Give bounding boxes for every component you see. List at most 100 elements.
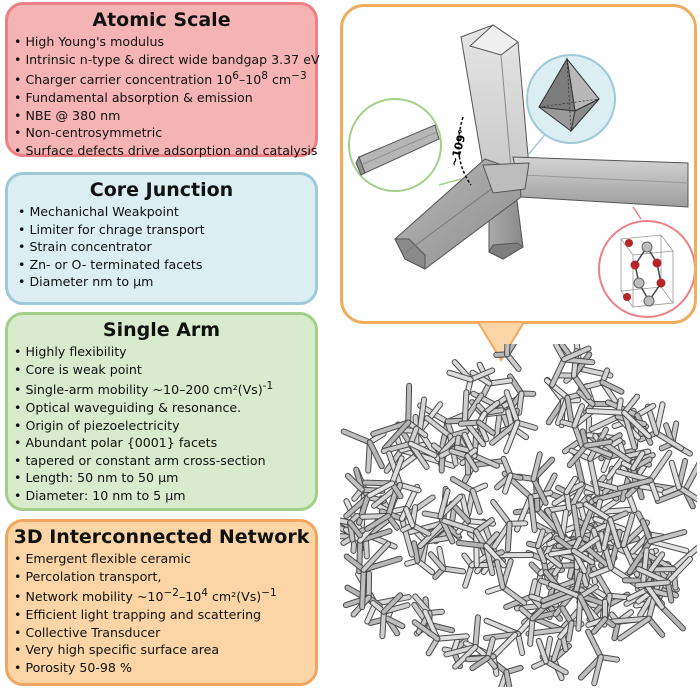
tetrapod-model-panel: ~109° (340, 4, 697, 324)
list-item: High Young's modulus (14, 33, 315, 51)
network-rod (648, 530, 687, 544)
superscript: −1 (261, 587, 277, 600)
network-rod (504, 390, 520, 425)
network-rod (591, 617, 607, 634)
network-rod (477, 420, 495, 435)
list-item-network-mobility: Network mobility ~10−2–104 cm²(Vs)−1 (14, 585, 315, 606)
network-rod (389, 456, 404, 486)
list-item: Percolation transport, (14, 568, 315, 586)
network-rod (589, 565, 613, 578)
network-rod (456, 540, 489, 549)
network-rod (610, 616, 651, 624)
network-rod (565, 395, 574, 425)
single-arm-box: Single Arm Highly flexibility Core is we… (5, 312, 318, 511)
network-rod (572, 404, 585, 428)
superscript: 6 (232, 70, 239, 83)
network-rod (412, 620, 440, 641)
network-rod (635, 483, 663, 492)
network-rod (417, 397, 427, 433)
network-rod (515, 420, 538, 430)
network-rod (341, 429, 372, 445)
network-rod (534, 571, 543, 597)
network-rod (381, 593, 403, 614)
list-item-single-arm-mobility: Single-arm mobility ~10–200 cm²(Vs)-1 (14, 378, 315, 399)
network-rod (646, 616, 665, 637)
network-rod (397, 452, 419, 470)
core-junction-list: Mechanichal Weakpoint Limiter for chrage… (8, 203, 315, 291)
network-rod (571, 548, 595, 565)
list-item: Origin of piezoelectricity (14, 417, 315, 435)
network-rod (541, 585, 580, 603)
angle-label: ~109° (447, 128, 469, 168)
text: Network mobility ~10 (25, 589, 164, 605)
list-item: Core is weak point (14, 361, 315, 379)
zinc-atom (633, 277, 645, 289)
oxygen-atom (623, 293, 631, 301)
network-rod (606, 400, 640, 418)
list-item: NBE @ 380 nm (14, 107, 315, 125)
list-item: Diameter: 10 nm to 5 µm (14, 487, 315, 505)
network-rod (531, 452, 542, 481)
network-rod (348, 520, 362, 538)
network-rod (631, 451, 645, 471)
list-item: Diameter nm to µm (18, 273, 315, 291)
network-rod (505, 352, 521, 371)
core-junction-box: Core Junction Mechanichal Weakpoint Limi… (5, 172, 318, 305)
network-rod (515, 631, 525, 656)
crystal-lattice-zoom-inset (598, 206, 694, 318)
tetrapod-left-arm (394, 158, 522, 270)
list-item: Collective Transducer (14, 624, 315, 642)
zinc-atom (641, 241, 653, 253)
list-item: tapered or constant arm cross-section (14, 452, 315, 470)
network-rod (535, 529, 545, 548)
network-rod (462, 390, 469, 423)
network-rod (440, 437, 457, 454)
superscript: −3 (291, 70, 307, 83)
list-item: Optical waveguiding & resonance. (14, 399, 315, 417)
network-rod (505, 521, 512, 552)
network-rod (504, 420, 520, 454)
network-rod (571, 373, 591, 399)
network-rod (442, 518, 479, 534)
network-rod (669, 460, 681, 490)
single-arm-list: Highly flexibility Core is weak point Si… (8, 343, 315, 505)
network-rod (465, 454, 478, 472)
network-rod (344, 554, 366, 572)
network-rod (577, 504, 595, 544)
network-rods (340, 344, 697, 687)
network-rod (491, 500, 512, 526)
network-rod (472, 453, 499, 468)
network-rod (566, 621, 574, 642)
network-rod (648, 450, 672, 483)
network-rod (491, 632, 517, 659)
list-item: Intrinsic n-type & direct wide bandgap 3… (14, 51, 319, 69)
network-rod (665, 557, 693, 585)
network-rod (578, 585, 598, 599)
network-rod (500, 584, 527, 605)
network-rod (386, 489, 398, 518)
core-octahedron-zoom-inset (526, 54, 616, 156)
oxygen-atom (625, 239, 633, 247)
network-rod (505, 344, 510, 357)
network-rod (608, 517, 621, 548)
tetrapod-illustration: ~109° (348, 24, 694, 318)
network-rod (635, 403, 656, 418)
superscript: -1 (262, 380, 274, 393)
text: Single-arm mobility ~10–200 cm²(Vs) (25, 382, 263, 398)
network-rod (504, 670, 512, 687)
network-rod (586, 408, 627, 415)
atomic-scale-title: Atomic Scale (92, 9, 231, 31)
network-rod (381, 441, 413, 454)
network-rod (484, 544, 506, 568)
network-rod (473, 615, 480, 649)
superscript: −2 (163, 587, 179, 600)
text: cm (267, 72, 292, 88)
network-rod (441, 566, 466, 574)
network-rod (551, 512, 565, 540)
tetrapod-top-arm (460, 24, 530, 176)
network-rod (578, 594, 596, 626)
network-rod (468, 368, 495, 382)
network-rod (360, 567, 366, 610)
atomic-scale-list: High Young's modulus Intrinsic n-type & … (8, 33, 319, 159)
network-rod (618, 616, 651, 641)
